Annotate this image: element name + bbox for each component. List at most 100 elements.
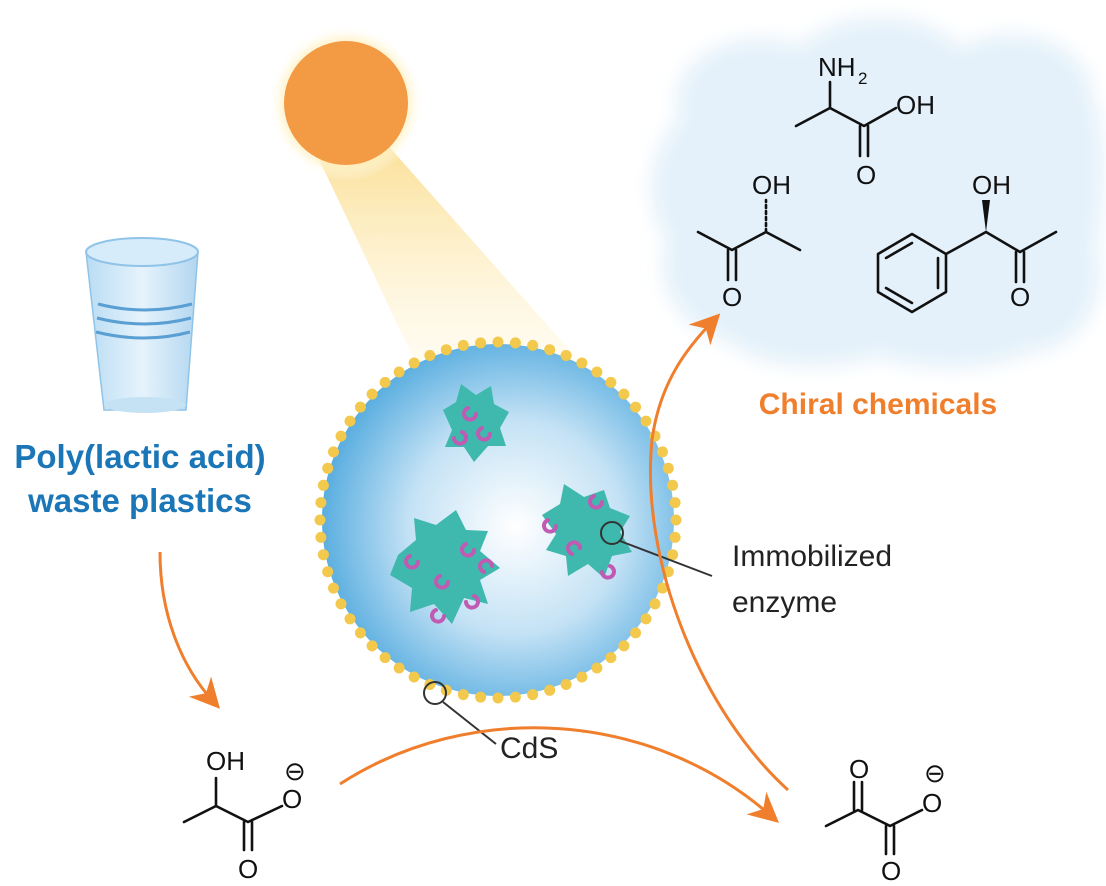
alanine-nh2-subscript: 2 bbox=[858, 69, 867, 88]
cds-particle bbox=[509, 337, 521, 349]
cds-particle bbox=[657, 446, 668, 458]
enzyme-cluster-right bbox=[542, 484, 632, 578]
pac-oh: OH bbox=[972, 170, 1011, 200]
cds-particle bbox=[544, 684, 556, 696]
sun-icon bbox=[268, 25, 424, 181]
cds-particle bbox=[322, 462, 334, 474]
acetoin-o: O bbox=[722, 282, 742, 312]
alanine-o: O bbox=[856, 160, 876, 190]
cds-particle bbox=[344, 415, 356, 427]
cds-particle bbox=[662, 462, 674, 474]
cds-particle bbox=[315, 497, 327, 509]
cds-particle bbox=[379, 376, 391, 388]
cds-particle bbox=[475, 691, 487, 703]
cds-particle bbox=[457, 689, 469, 701]
cup-icon bbox=[85, 237, 199, 413]
cds-particle bbox=[657, 582, 668, 594]
cds-particle bbox=[335, 598, 347, 610]
cds-particle bbox=[475, 337, 487, 349]
cds-particle bbox=[366, 640, 378, 652]
pyruvate-charge: ⊖ bbox=[924, 758, 946, 788]
cds-particle bbox=[379, 652, 391, 664]
pyruvate-ketone-o: O bbox=[849, 754, 869, 784]
cds-particle bbox=[527, 339, 539, 351]
cds-particle bbox=[393, 662, 405, 674]
alanine-nh: NH bbox=[818, 52, 856, 82]
pac-o: O bbox=[1010, 282, 1030, 312]
cds-particle bbox=[366, 388, 378, 400]
cds-callout bbox=[423, 681, 497, 745]
cds-particle bbox=[317, 479, 329, 491]
cds-particle bbox=[560, 679, 572, 690]
cds-particle bbox=[576, 357, 588, 369]
phenylacetylcarbinol-molecule: OH O bbox=[876, 170, 1058, 314]
lactate-carbonyl-o: O bbox=[238, 854, 258, 884]
lactate-anion-o: O bbox=[282, 784, 302, 814]
lactate-oh: OH bbox=[206, 746, 245, 776]
lactate-charge: ⊖ bbox=[284, 756, 306, 786]
cds-particle bbox=[344, 613, 356, 625]
cds-particle bbox=[667, 479, 679, 491]
cds-particle bbox=[640, 613, 652, 625]
sunlight-beam bbox=[306, 132, 580, 372]
photocatalyst-sphere bbox=[314, 336, 682, 704]
feedstock-label-line1: Poly(lactic acid) bbox=[14, 438, 265, 475]
cds-particle bbox=[393, 366, 405, 378]
cds-particle bbox=[527, 689, 539, 701]
cds-particle bbox=[424, 350, 436, 361]
pyruvate-carbonyl-o: O bbox=[881, 856, 901, 886]
pyruvate-anion-o: O bbox=[922, 788, 942, 818]
cds-particle bbox=[669, 531, 681, 543]
arrow-lactate-to-pyruvate bbox=[339, 726, 780, 823]
enzyme-callout bbox=[600, 521, 713, 577]
product-cloud bbox=[651, 17, 1104, 368]
feedstock-label-line2: waste plastics bbox=[27, 482, 252, 519]
cds-particle bbox=[560, 350, 572, 361]
acetoin-oh: OH bbox=[752, 170, 791, 200]
cds-particle bbox=[354, 401, 366, 413]
cds-particle bbox=[576, 671, 588, 683]
cds-particle bbox=[408, 671, 420, 683]
cds-particle bbox=[670, 514, 682, 526]
enzyme-active-sites bbox=[404, 406, 616, 624]
cds-particle bbox=[630, 627, 642, 639]
cds-particle bbox=[354, 627, 366, 639]
product-label: Chiral chemicals bbox=[759, 388, 997, 421]
arrow-plastic-to-lactate bbox=[158, 551, 221, 709]
cds-particle bbox=[544, 344, 556, 356]
cds-particle bbox=[328, 582, 339, 594]
cds-particle bbox=[605, 652, 617, 664]
arrow-to-chiral-products bbox=[648, 313, 790, 792]
cds-particle bbox=[618, 388, 630, 400]
enzyme-label-line2: enzyme bbox=[732, 586, 837, 619]
cds-particle bbox=[591, 366, 603, 378]
cds-particle bbox=[618, 640, 630, 652]
cds-particle bbox=[328, 446, 339, 458]
cds-label: CdS bbox=[500, 732, 558, 765]
cds-particle bbox=[630, 401, 642, 413]
cds-particle bbox=[492, 336, 504, 348]
cds-particle bbox=[335, 430, 347, 442]
cds-particle bbox=[408, 357, 420, 369]
cds-particle bbox=[322, 566, 334, 578]
cds-particle bbox=[605, 376, 617, 388]
cds-particle bbox=[649, 598, 661, 610]
acetoin-molecule: OH O bbox=[696, 170, 802, 312]
alanine-molecule: NH 2 OH O bbox=[794, 52, 935, 190]
cds-particle bbox=[640, 415, 652, 427]
cds-particle bbox=[591, 662, 603, 674]
lactate-molecule: OH O O ⊖ bbox=[182, 746, 306, 884]
enzyme-label-line1: Immobilized bbox=[732, 540, 892, 573]
cds-particle bbox=[440, 344, 452, 356]
cds-particle bbox=[457, 339, 469, 351]
cds-particle bbox=[492, 692, 504, 704]
cds-particle bbox=[315, 531, 327, 543]
alanine-oh: OH bbox=[896, 90, 935, 120]
cds-particle bbox=[314, 514, 326, 526]
cds-particle bbox=[317, 549, 329, 561]
cds-particle bbox=[509, 691, 521, 703]
pyruvate-molecule: O O O ⊖ bbox=[824, 754, 946, 886]
cds-particle bbox=[667, 549, 679, 561]
